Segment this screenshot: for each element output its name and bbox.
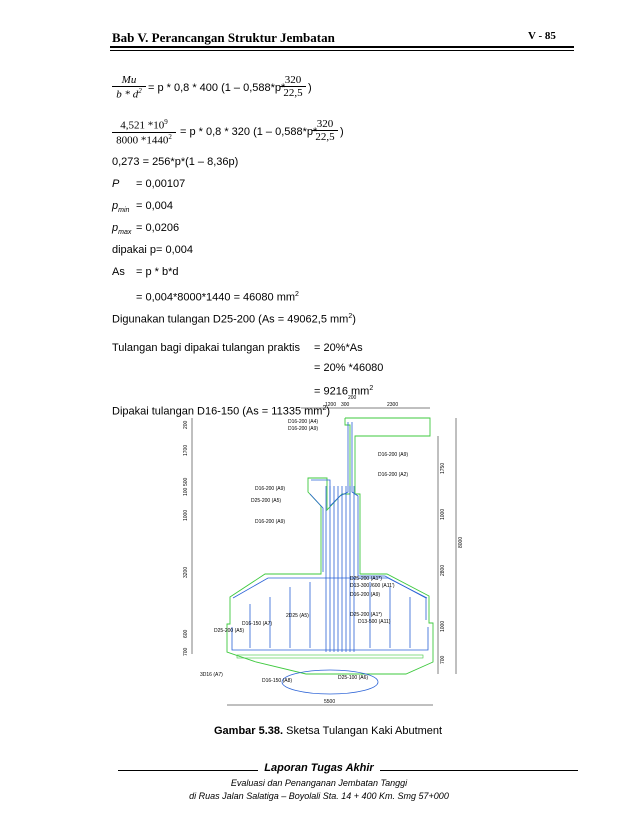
label-2d25-a5: 2D25 (A5) [286, 613, 309, 619]
line-tulangan-utama: Digunakan tulangan D25-200 (As = 49062,5… [112, 313, 356, 326]
dim-right-2800: 2800 [440, 565, 446, 576]
dim-left-3200: 3200 [183, 567, 189, 578]
label-3d16-a7: 3D16 (A7) [200, 672, 223, 678]
line-as-label: As [112, 266, 125, 278]
label-d16-200-a9-mid: D16-200 (A9) [255, 486, 285, 492]
dim-left-600: 600 [183, 629, 189, 638]
dim-left-1000: 1000 [183, 510, 189, 521]
eq2-body: = p * 0,8 * 320 (1 – 0,588*p* [180, 126, 318, 138]
rebar-footing-top [232, 577, 428, 599]
line-p-label: P [112, 178, 120, 190]
equation-1-fraction: Mu b * d2 [112, 74, 146, 101]
eq2-numerator: 4,521 *109 [112, 118, 176, 133]
label-d25-200-a1-upper: D25-200 (A1*) [350, 576, 382, 582]
dim-right-8000: 8000 [458, 537, 464, 548]
label-d25-200-a5-left: D25-200 (A5) [214, 628, 244, 634]
header-rule-thin [110, 50, 574, 51]
label-d16-200-a2: D16-200 (A2) [378, 472, 408, 478]
line-tulangan-bagi-result: = 9216 mm2 [314, 385, 374, 398]
line-equation-result: 0,273 = 256*p*(1 – 8,36p) [112, 156, 239, 168]
chapter-header: Bab V. Perancangan Struktur Jembatan [112, 30, 335, 45]
label-d13-300-600-a11: D13-300 /600 (A11') [350, 583, 395, 589]
dim-left-200: 200 [183, 420, 189, 429]
dim-top-1200: 1200 [325, 402, 336, 408]
line-tulangan-bagi-value: = 20%*As [314, 342, 363, 354]
dim-left-700: 700 [183, 647, 189, 656]
eq1-second-fraction: 320 22,5 [280, 74, 306, 99]
rebar-top-left [311, 422, 349, 507]
line-p-value: = 0,00107 [136, 178, 186, 190]
footing-base [236, 654, 424, 659]
rebar-right [351, 422, 427, 620]
line-pmax-label: pmax [112, 222, 132, 237]
eq2-second-fraction: 320 22,5 [312, 118, 338, 143]
label-d25-200-a1-lower: D25-200 (A1*) [350, 612, 382, 618]
line-pmin-label: pmin [112, 200, 130, 215]
line-tulangan-bagi-calc: = 20% *46080 [314, 362, 384, 374]
rebar-column-left [309, 493, 324, 572]
dim-right-700: 700 [440, 655, 446, 664]
eq2-denominator: 8000 *14402 [116, 132, 172, 147]
dim-right-1000: 1000 [440, 509, 446, 520]
eq2-close: ) [340, 126, 344, 138]
dim-bottom-5500: 5500 [324, 699, 335, 705]
label-d25-200-a5: D25-200 (A5) [251, 498, 281, 504]
eq1-numerator: Mu [112, 74, 146, 87]
dim-right-1000b: 1000 [440, 621, 446, 632]
label-d16-200-a9-top: D16-200 (A9) [288, 426, 318, 432]
label-d16-200-a9-right: D16-200 (A9) [378, 452, 408, 458]
footer-title: Laporan Tugas Akhir [0, 762, 638, 774]
figure-caption: Gambar 5.38. Sketsa Tulangan Kaki Abutme… [214, 725, 443, 737]
equation-2-fraction: 4,521 *109 8000 *14402 [112, 118, 176, 146]
eq1-close: ) [308, 82, 312, 94]
rebar-bottom-curve [281, 669, 379, 695]
label-d16-150-a7: D16-150 (A7) [242, 621, 272, 627]
eq1-body: = p * 0,8 * 400 (1 – 0,588*p* [148, 82, 286, 94]
line-as-formula: = p * b*d [136, 266, 179, 278]
dim-left-100: 100 [183, 487, 189, 496]
abutment-outline [226, 417, 434, 675]
line-tulangan-bagi-dipakai: Dipakai tulangan D16-150 (As = 11335 mm2… [112, 405, 331, 418]
line-dipakai: dipakai p= 0,004 [112, 244, 194, 256]
label-d25-100-a6: D25-100 (A6) [338, 675, 368, 681]
dim-left-500: 500 [183, 477, 189, 486]
eq2-frac2-den: 22,5 [315, 131, 335, 143]
line-pmin-value: = 0,004 [136, 200, 174, 212]
line-pmax-value: = 0,0206 [136, 222, 180, 234]
page-number: V - 85 [528, 30, 556, 42]
dim-left-1700: 1700 [183, 445, 189, 456]
eq1-denominator: b * d2 [116, 87, 142, 101]
label-d16-200-a4: D16-200 (A4) [288, 419, 318, 425]
footer-subtitle-2: di Ruas Jalan Salatiga – Boyolali Sta. 1… [189, 791, 449, 801]
abutment-rebar-sketch: 1200 300 2300 200 200 1700 500 100 1000 … [183, 395, 464, 706]
eq1-frac2-num: 320 [280, 74, 306, 87]
dim-top-300: 300 [341, 402, 350, 408]
rebar-group [231, 422, 429, 695]
eq2-frac2-num: 320 [312, 118, 338, 131]
line-as-result: = 0,004*8000*1440 = 46080 mm2 [136, 291, 299, 304]
label-d16-150-a8: D16-150 (A8) [262, 678, 292, 684]
rebar-footing-bottom [231, 627, 429, 651]
label-d13-500-a11: D13-500 (A11) [358, 619, 391, 625]
header-rule [110, 46, 574, 48]
label-d16-200-a9-bottom: D16-200 (A9) [350, 592, 380, 598]
footer-subtitle-1: Evaluasi dan Penanganan Jembatan Tanggi [230, 778, 408, 788]
dim-right-1750: 1750 [440, 463, 446, 474]
label-d16-200-a9-low: D16-200 (A9) [255, 519, 285, 525]
dim-top-2300: 2300 [387, 402, 398, 408]
eq1-frac2-den: 22,5 [283, 87, 303, 99]
dim-top-200: 200 [348, 395, 357, 401]
line-tulangan-bagi: Tulangan bagi dipakai tulangan praktis [112, 342, 300, 354]
